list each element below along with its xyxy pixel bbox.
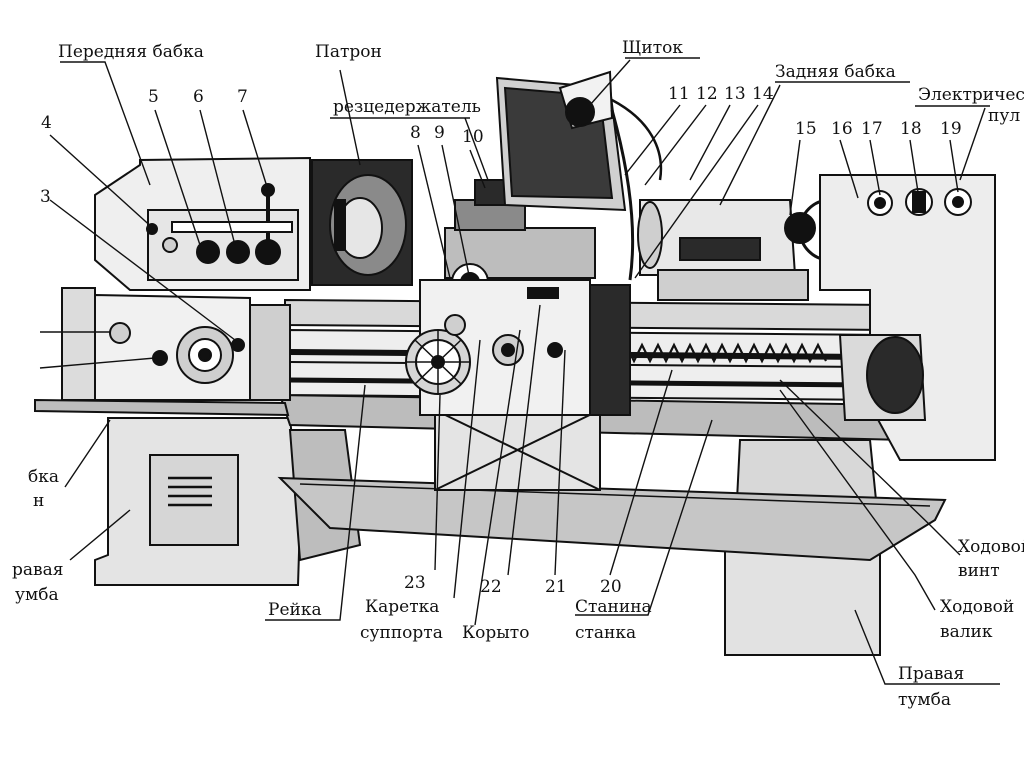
chuck bbox=[311, 159, 413, 286]
label-tool-holder: резцедержатель bbox=[333, 97, 481, 117]
leader-lines bbox=[39, 57, 1000, 685]
callout-22: 22 bbox=[480, 577, 502, 597]
callout-16: 16 bbox=[831, 119, 853, 139]
callout-5: 5 bbox=[148, 87, 159, 107]
callout-21: 21 bbox=[545, 577, 567, 597]
shield bbox=[495, 70, 663, 281]
label-gearbox-fragment-1: бка bbox=[28, 467, 59, 487]
left-shelf bbox=[34, 398, 290, 417]
caption-labels: Передняя бабка Патрон Щиток Задняя бабка… bbox=[12, 38, 1024, 710]
callout-23: 23 bbox=[404, 573, 426, 593]
label-front-headstock: Передняя бабка bbox=[58, 42, 204, 62]
label-bed-2: станка bbox=[575, 623, 636, 643]
label-feed-shaft-1: Ходовой bbox=[940, 597, 1014, 617]
label-left-pedestal-fragment-2: умба bbox=[15, 585, 59, 605]
label-bed-1: Станина bbox=[575, 597, 652, 617]
number-labels: 3 4 5 6 7 8 9 10 11 12 13 14 15 16 17 18… bbox=[40, 84, 962, 597]
callout-14: 14 bbox=[752, 84, 774, 104]
callout-4: 4 bbox=[41, 113, 52, 133]
end-housing bbox=[838, 334, 927, 421]
callout-11: 11 bbox=[668, 84, 690, 104]
lathe-machine bbox=[34, 70, 996, 656]
label-carriage-1: Каретка bbox=[365, 597, 439, 617]
label-lead-screw-2: винт bbox=[958, 561, 1000, 581]
callout-9: 9 bbox=[434, 123, 445, 143]
label-rack: Рейка bbox=[268, 600, 322, 620]
callout-17: 17 bbox=[861, 119, 883, 139]
callout-10: 10 bbox=[462, 127, 484, 147]
label-apron: Корыто bbox=[462, 623, 529, 643]
label-carriage-2: суппорта bbox=[360, 623, 443, 643]
callout-20: 20 bbox=[600, 577, 622, 597]
callout-18: 18 bbox=[900, 119, 922, 139]
label-electric-panel-1: Электричес bbox=[918, 85, 1024, 105]
callout-19: 19 bbox=[940, 119, 962, 139]
label-electric-panel-2: пул bbox=[988, 106, 1020, 126]
label-left-pedestal-fragment-1: равая bbox=[12, 560, 63, 580]
label-shield: Щиток bbox=[622, 38, 683, 58]
headstock bbox=[94, 156, 311, 291]
callout-7: 7 bbox=[237, 87, 248, 107]
label-right-pedestal-2: тумба bbox=[898, 690, 951, 710]
label-lead-screw-1: Ходовой bbox=[958, 537, 1024, 557]
label-feed-shaft-2: валик bbox=[940, 622, 993, 642]
callout-13: 13 bbox=[724, 84, 746, 104]
callout-12: 12 bbox=[696, 84, 718, 104]
label-gearbox-fragment-2: н bbox=[33, 491, 44, 511]
callout-3: 3 bbox=[40, 187, 51, 207]
callout-15: 15 bbox=[795, 119, 817, 139]
electrical-panel bbox=[819, 174, 996, 461]
gearbox bbox=[61, 287, 291, 401]
chip-tray bbox=[277, 476, 947, 562]
callout-8: 8 bbox=[410, 123, 421, 143]
carriage bbox=[405, 179, 631, 416]
label-right-pedestal-1: Правая bbox=[898, 664, 964, 684]
label-tailstock: Задняя бабка bbox=[775, 62, 896, 82]
label-chuck: Патрон bbox=[315, 42, 382, 62]
callout-6: 6 bbox=[193, 87, 204, 107]
